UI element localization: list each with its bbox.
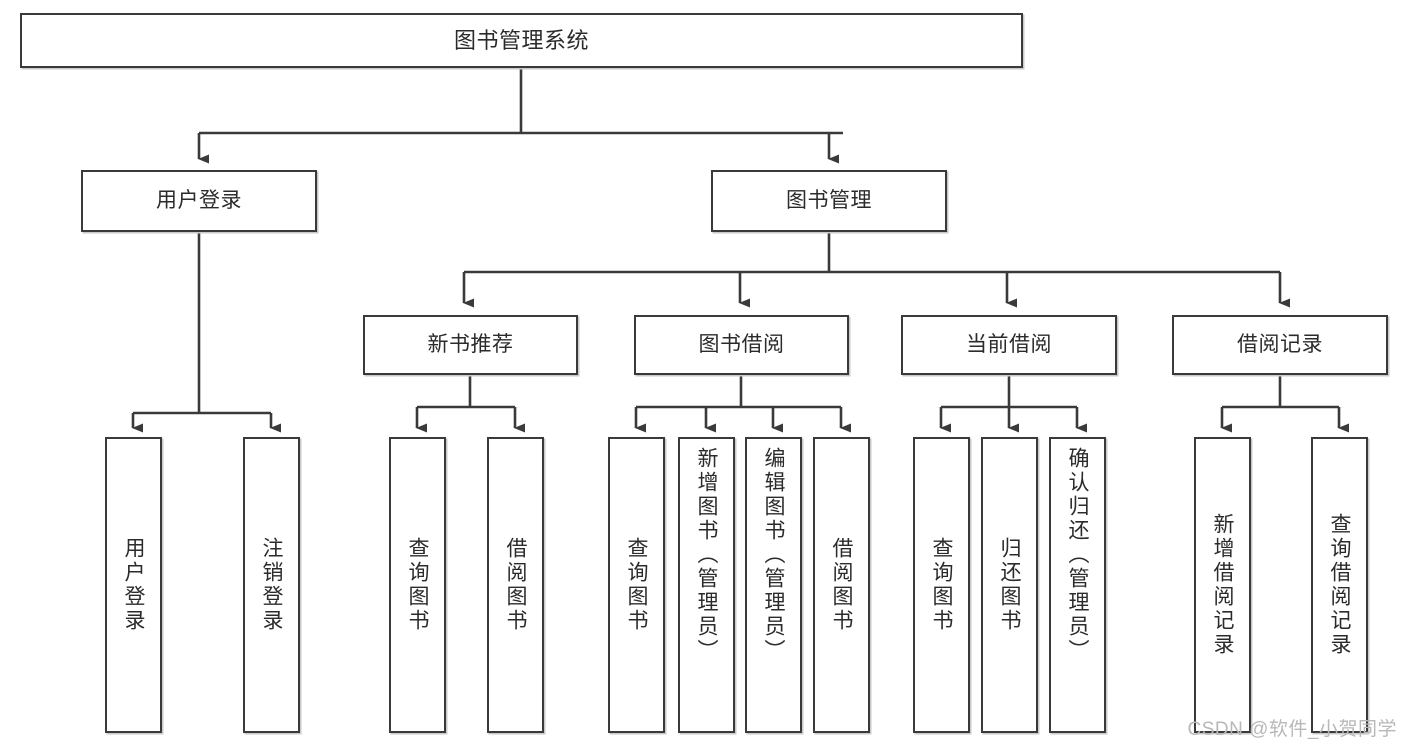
node-label: 借阅图书	[830, 537, 853, 633]
node-new-book-recommend[interactable]: 新书推荐	[363, 315, 578, 375]
node-label: 图书借阅	[698, 332, 785, 356]
node-book-borrow[interactable]: 图书借阅	[634, 315, 849, 375]
node-book-management[interactable]: 图书管理	[711, 170, 947, 232]
leaf-record-query-record[interactable]: 查询借阅记录	[1311, 437, 1368, 733]
leaf-current-confirm-return-admin[interactable]: 确认归还（管理员）	[1049, 437, 1106, 733]
node-label: 归还图书	[998, 537, 1021, 633]
node-label: 借阅图书	[504, 537, 527, 633]
node-label: 图书管理	[786, 188, 872, 212]
node-label: 查询图书	[930, 537, 953, 633]
leaf-borrow-edit-book-admin[interactable]: 编辑图书（管理员）	[745, 437, 802, 733]
node-label: 查询借阅记录	[1328, 513, 1351, 657]
leaf-borrow-query-book[interactable]: 查询图书	[608, 437, 665, 733]
node-label: 新增借阅记录	[1211, 513, 1234, 657]
leaf-recommend-borrow-book[interactable]: 借阅图书	[487, 437, 544, 733]
node-label: 注销登录	[260, 537, 283, 633]
node-label: 查询图书	[406, 537, 429, 633]
node-current-borrow[interactable]: 当前借阅	[901, 315, 1117, 375]
node-label: 确认归还（管理员）	[1066, 447, 1089, 663]
node-borrow-record[interactable]: 借阅记录	[1172, 315, 1388, 375]
node-root-system[interactable]: 图书管理系统	[20, 13, 1023, 68]
leaf-user-login-login[interactable]: 用户登录	[105, 437, 162, 733]
node-label: 新增图书（管理员）	[695, 447, 718, 663]
leaf-user-login-logout[interactable]: 注销登录	[243, 437, 300, 733]
leaf-borrow-add-book-admin[interactable]: 新增图书（管理员）	[678, 437, 735, 733]
node-label: 借阅记录	[1237, 332, 1323, 356]
leaf-current-query-book[interactable]: 查询图书	[913, 437, 970, 733]
node-label: 用户登录	[122, 537, 145, 633]
node-label: 查询图书	[625, 537, 648, 633]
node-label: 新书推荐	[427, 332, 514, 356]
leaf-borrow-borrow-book[interactable]: 借阅图书	[813, 437, 870, 733]
node-label: 编辑图书（管理员）	[762, 447, 785, 663]
node-label: 当前借阅	[966, 332, 1052, 356]
node-label: 图书管理系统	[453, 27, 589, 53]
leaf-recommend-query-book[interactable]: 查询图书	[389, 437, 446, 733]
leaf-current-return-book[interactable]: 归还图书	[981, 437, 1038, 733]
node-label: 用户登录	[156, 188, 242, 212]
leaf-record-add-record[interactable]: 新增借阅记录	[1194, 437, 1251, 733]
watermark-text: CSDN @软件_小贺同学	[1187, 719, 1397, 740]
node-user-login[interactable]: 用户登录	[81, 170, 317, 232]
